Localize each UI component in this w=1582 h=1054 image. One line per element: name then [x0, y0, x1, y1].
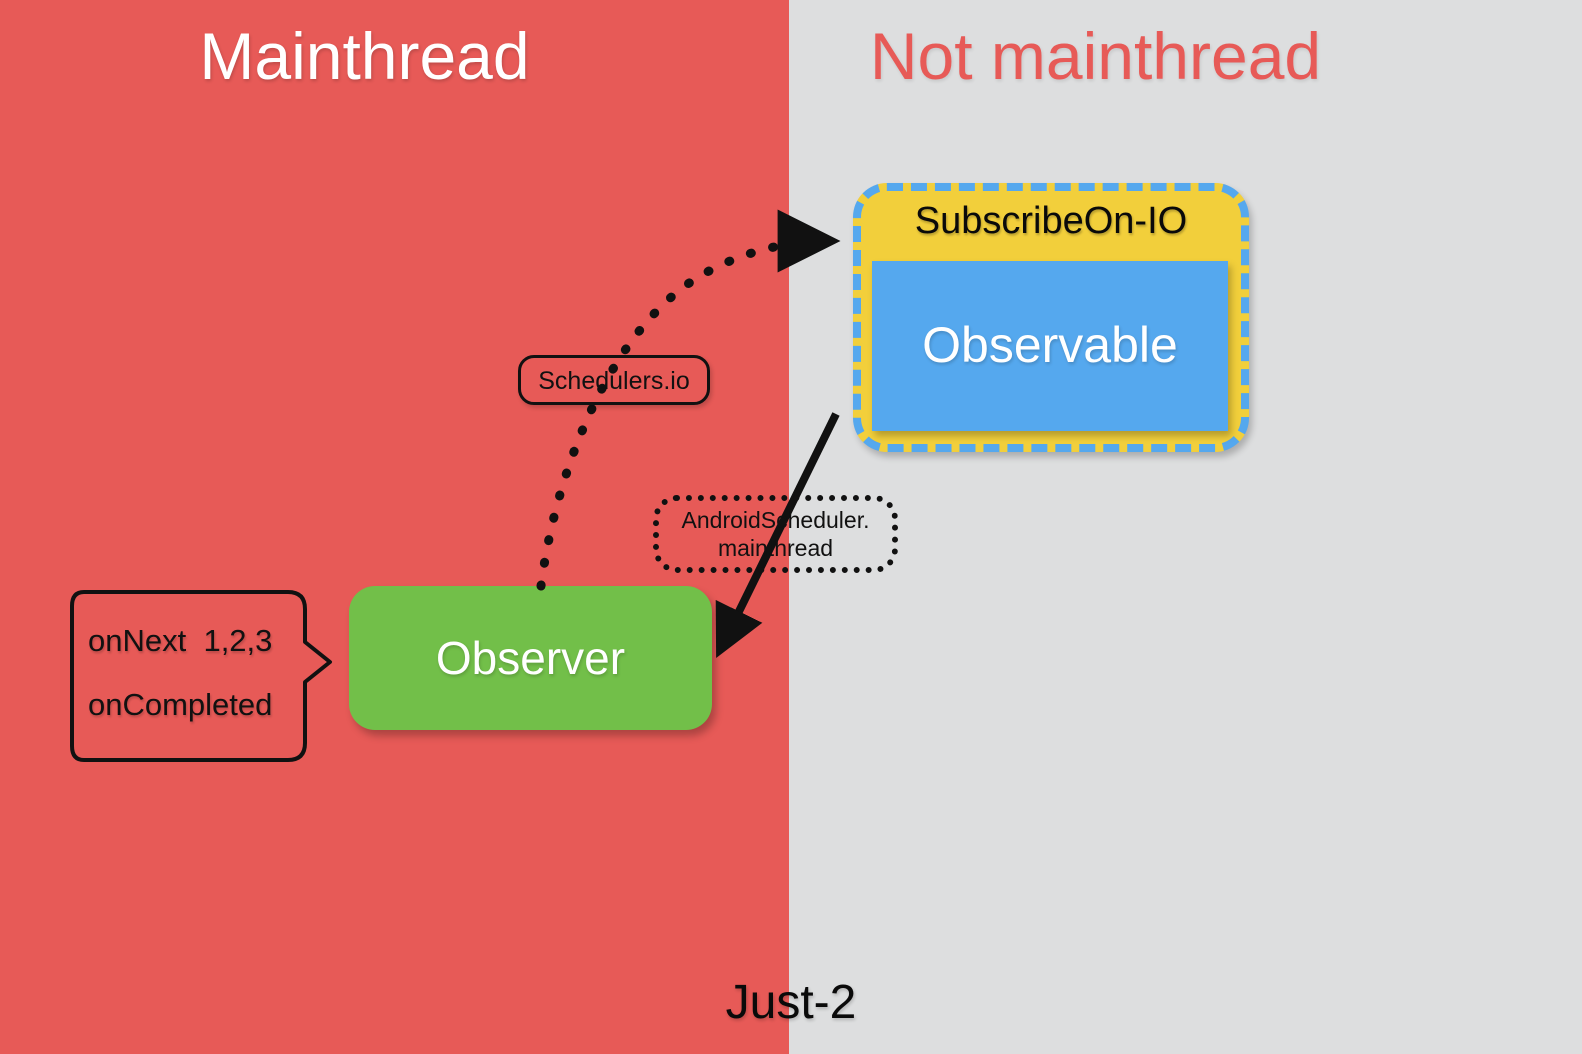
schedulers-io-pill[interactable] [518, 355, 710, 405]
callout-oncompleted-text: onCompleted [88, 687, 273, 722]
footer-caption: Just-2 [725, 976, 857, 1029]
observable-label: Observable [922, 317, 1178, 373]
observer-box[interactable] [349, 586, 712, 730]
not-mainthread-region [789, 0, 1582, 1054]
mainthread-title: Mainthread [199, 19, 530, 93]
subscribe-on-label: SubscribeOn-IO [914, 200, 1188, 242]
observer-label: Observer [435, 632, 626, 684]
observable-box[interactable] [872, 261, 1228, 431]
schedulers-io-label: Schedulers.io [538, 367, 690, 395]
not-mainthread-title: Not mainthread [869, 19, 1322, 93]
android-scheduler-pill[interactable] [653, 495, 898, 573]
observer-callout-shape [70, 590, 332, 762]
callout-onnext-text: onNext 1,2,3 [88, 623, 273, 658]
android-scheduler-label: AndroidScheduler. mainthread [681, 507, 870, 561]
